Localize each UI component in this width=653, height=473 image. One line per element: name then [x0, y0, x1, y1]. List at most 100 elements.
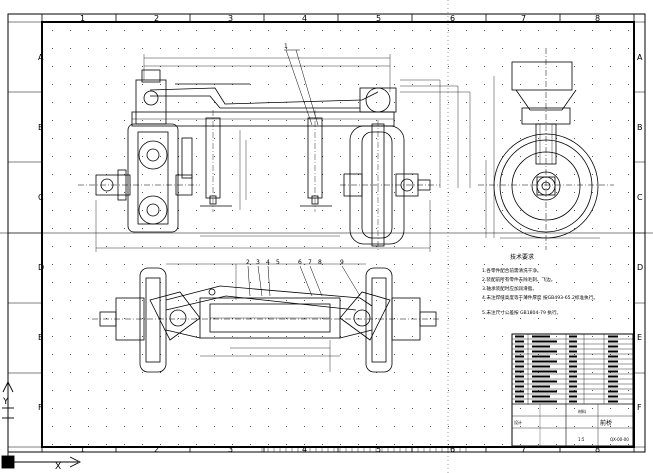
grid-dot	[304, 390, 305, 391]
grid-dot	[142, 246, 143, 247]
grid-dot	[502, 264, 503, 265]
grid-dot	[178, 102, 179, 103]
grid-dot	[322, 84, 323, 85]
grid-dot	[340, 372, 341, 373]
grid-dot	[196, 408, 197, 409]
grid-dot	[430, 30, 431, 31]
grid-dot	[52, 444, 53, 445]
grid-dot	[394, 228, 395, 229]
grid-dot	[160, 120, 161, 121]
grid-dot	[214, 426, 215, 427]
plan-view[interactable]	[92, 263, 440, 373]
note-item: 2.装配前所有零件去除毛刺、飞边。	[482, 276, 555, 283]
grid-dot	[592, 372, 593, 373]
grid-dot	[106, 102, 107, 103]
side-elevation-view[interactable]	[78, 49, 471, 252]
grid-dot	[592, 264, 593, 265]
grid-dot	[232, 84, 233, 85]
grid-dot	[412, 30, 413, 31]
grid-dot	[322, 300, 323, 301]
balloon: 9	[340, 259, 344, 266]
grid-dot	[340, 336, 341, 337]
grid-dot	[268, 390, 269, 391]
grid-dot	[610, 264, 611, 265]
grid-dot	[124, 210, 125, 211]
grid-dot	[448, 48, 449, 49]
designer-label: 设计	[514, 419, 522, 425]
grid-dot	[214, 390, 215, 391]
bom-cell-text	[532, 400, 557, 403]
grid-dot	[394, 174, 395, 175]
grid-dot	[592, 102, 593, 103]
grid-dot	[430, 408, 431, 409]
grid-dot	[52, 210, 53, 211]
grid-dot	[412, 228, 413, 229]
grid-dot	[448, 120, 449, 121]
grid-dot	[304, 444, 305, 445]
grid-dot	[520, 210, 521, 211]
grid-dot	[358, 174, 359, 175]
grid-dot	[214, 30, 215, 31]
grid-dot	[358, 228, 359, 229]
grid-dot	[412, 138, 413, 139]
grid-dot	[160, 336, 161, 337]
grid-dot	[412, 372, 413, 373]
grid-dot	[574, 246, 575, 247]
grid-dot	[286, 156, 287, 157]
drawing-title: 前桥	[600, 419, 612, 427]
grid-dot	[340, 102, 341, 103]
grid-dot	[178, 282, 179, 283]
grid-dot	[250, 300, 251, 301]
bom-cell-text	[515, 355, 524, 358]
title-block[interactable]	[511, 333, 634, 447]
grid-dot	[250, 84, 251, 85]
grid-dot	[412, 408, 413, 409]
grid-dot	[304, 156, 305, 157]
row-label: E	[637, 333, 642, 342]
snap-grid	[52, 30, 629, 445]
grid-dot	[574, 192, 575, 193]
grid-dot	[232, 210, 233, 211]
grid-dot	[610, 210, 611, 211]
grid-dot	[484, 156, 485, 157]
grid-dot	[160, 228, 161, 229]
grid-dot	[88, 174, 89, 175]
row-label: E	[38, 333, 43, 342]
bom-cell-text	[608, 355, 618, 358]
grid-dot	[358, 192, 359, 193]
grid-dot	[160, 174, 161, 175]
grid-dot	[412, 120, 413, 121]
bom-cell-text	[515, 340, 524, 343]
grid-dot	[448, 84, 449, 85]
grid-dot	[412, 282, 413, 283]
grid-dot	[484, 138, 485, 139]
row-labels-right: A B C D E F	[637, 53, 643, 412]
bom-cell-text	[532, 350, 557, 353]
grid-dot	[70, 372, 71, 373]
grid-dot	[628, 174, 629, 175]
bom-cell-text	[608, 370, 618, 373]
grid-dot	[232, 336, 233, 337]
grid-dot	[376, 138, 377, 139]
grid-dot	[520, 156, 521, 157]
grid-dot	[196, 192, 197, 193]
bom-cell-text	[608, 400, 618, 403]
grid-dot	[322, 210, 323, 211]
grid-dot	[358, 318, 359, 319]
wheel-end-view[interactable]	[478, 48, 614, 250]
grid-dot	[592, 210, 593, 211]
grid-dot	[322, 102, 323, 103]
grid-dot	[106, 66, 107, 67]
grid-dot	[574, 426, 575, 427]
grid-dot	[142, 354, 143, 355]
row-label: C	[38, 193, 44, 202]
grid-dot	[196, 336, 197, 337]
grid-dot	[214, 48, 215, 49]
grid-dot	[124, 120, 125, 121]
grid-dot	[196, 66, 197, 67]
grid-dot	[196, 210, 197, 211]
grid-dot	[502, 246, 503, 247]
grid-dot	[358, 210, 359, 211]
